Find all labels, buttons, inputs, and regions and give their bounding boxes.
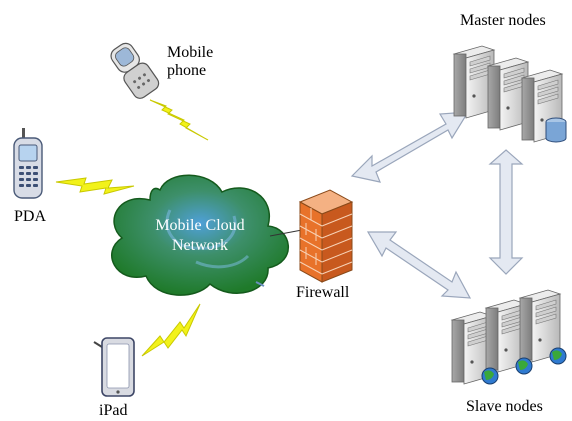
- cloud-firewall-link: [269, 229, 303, 237]
- mobile-cloud-icon: [111, 174, 289, 296]
- cloud-label: Mobile Cloud Network: [138, 216, 262, 256]
- lightning-bolt-pda: [55, 177, 135, 195]
- globe-icon: [481, 347, 567, 385]
- arrow-firewall-slave: [366, 231, 472, 299]
- ipad-label: iPad: [99, 402, 128, 419]
- cloud-label-line1: Mobile Cloud: [155, 217, 245, 234]
- brick-wall-icon: [298, 189, 354, 283]
- flip-phone-icon: [110, 42, 160, 99]
- arrow-master-slave: [488, 149, 524, 275]
- pda-icon: [13, 128, 43, 199]
- slave-nodes-cluster: [451, 289, 567, 385]
- arrow-firewall-master: [350, 111, 470, 183]
- slave-nodes-label: Slave nodes: [466, 398, 543, 415]
- firewall-label: Firewall: [296, 284, 350, 301]
- cloud-link-tail: [255, 281, 265, 287]
- lightning-bolt-phone: [149, 99, 209, 141]
- master-nodes-cluster: [453, 45, 567, 143]
- mobile-phone-label: Mobile phone: [167, 44, 213, 81]
- mobile-phone-label-line1: Mobile: [167, 44, 214, 61]
- master-nodes-label: Master nodes: [460, 12, 546, 29]
- cloud-label-line2: Network: [172, 237, 228, 254]
- lightning-bolt-ipad: [141, 303, 201, 357]
- database-icon: [545, 117, 567, 143]
- tablet-icon: [93, 337, 135, 397]
- pda-label: PDA: [14, 208, 47, 225]
- mobile-phone-label-line2: phone: [167, 62, 207, 80]
